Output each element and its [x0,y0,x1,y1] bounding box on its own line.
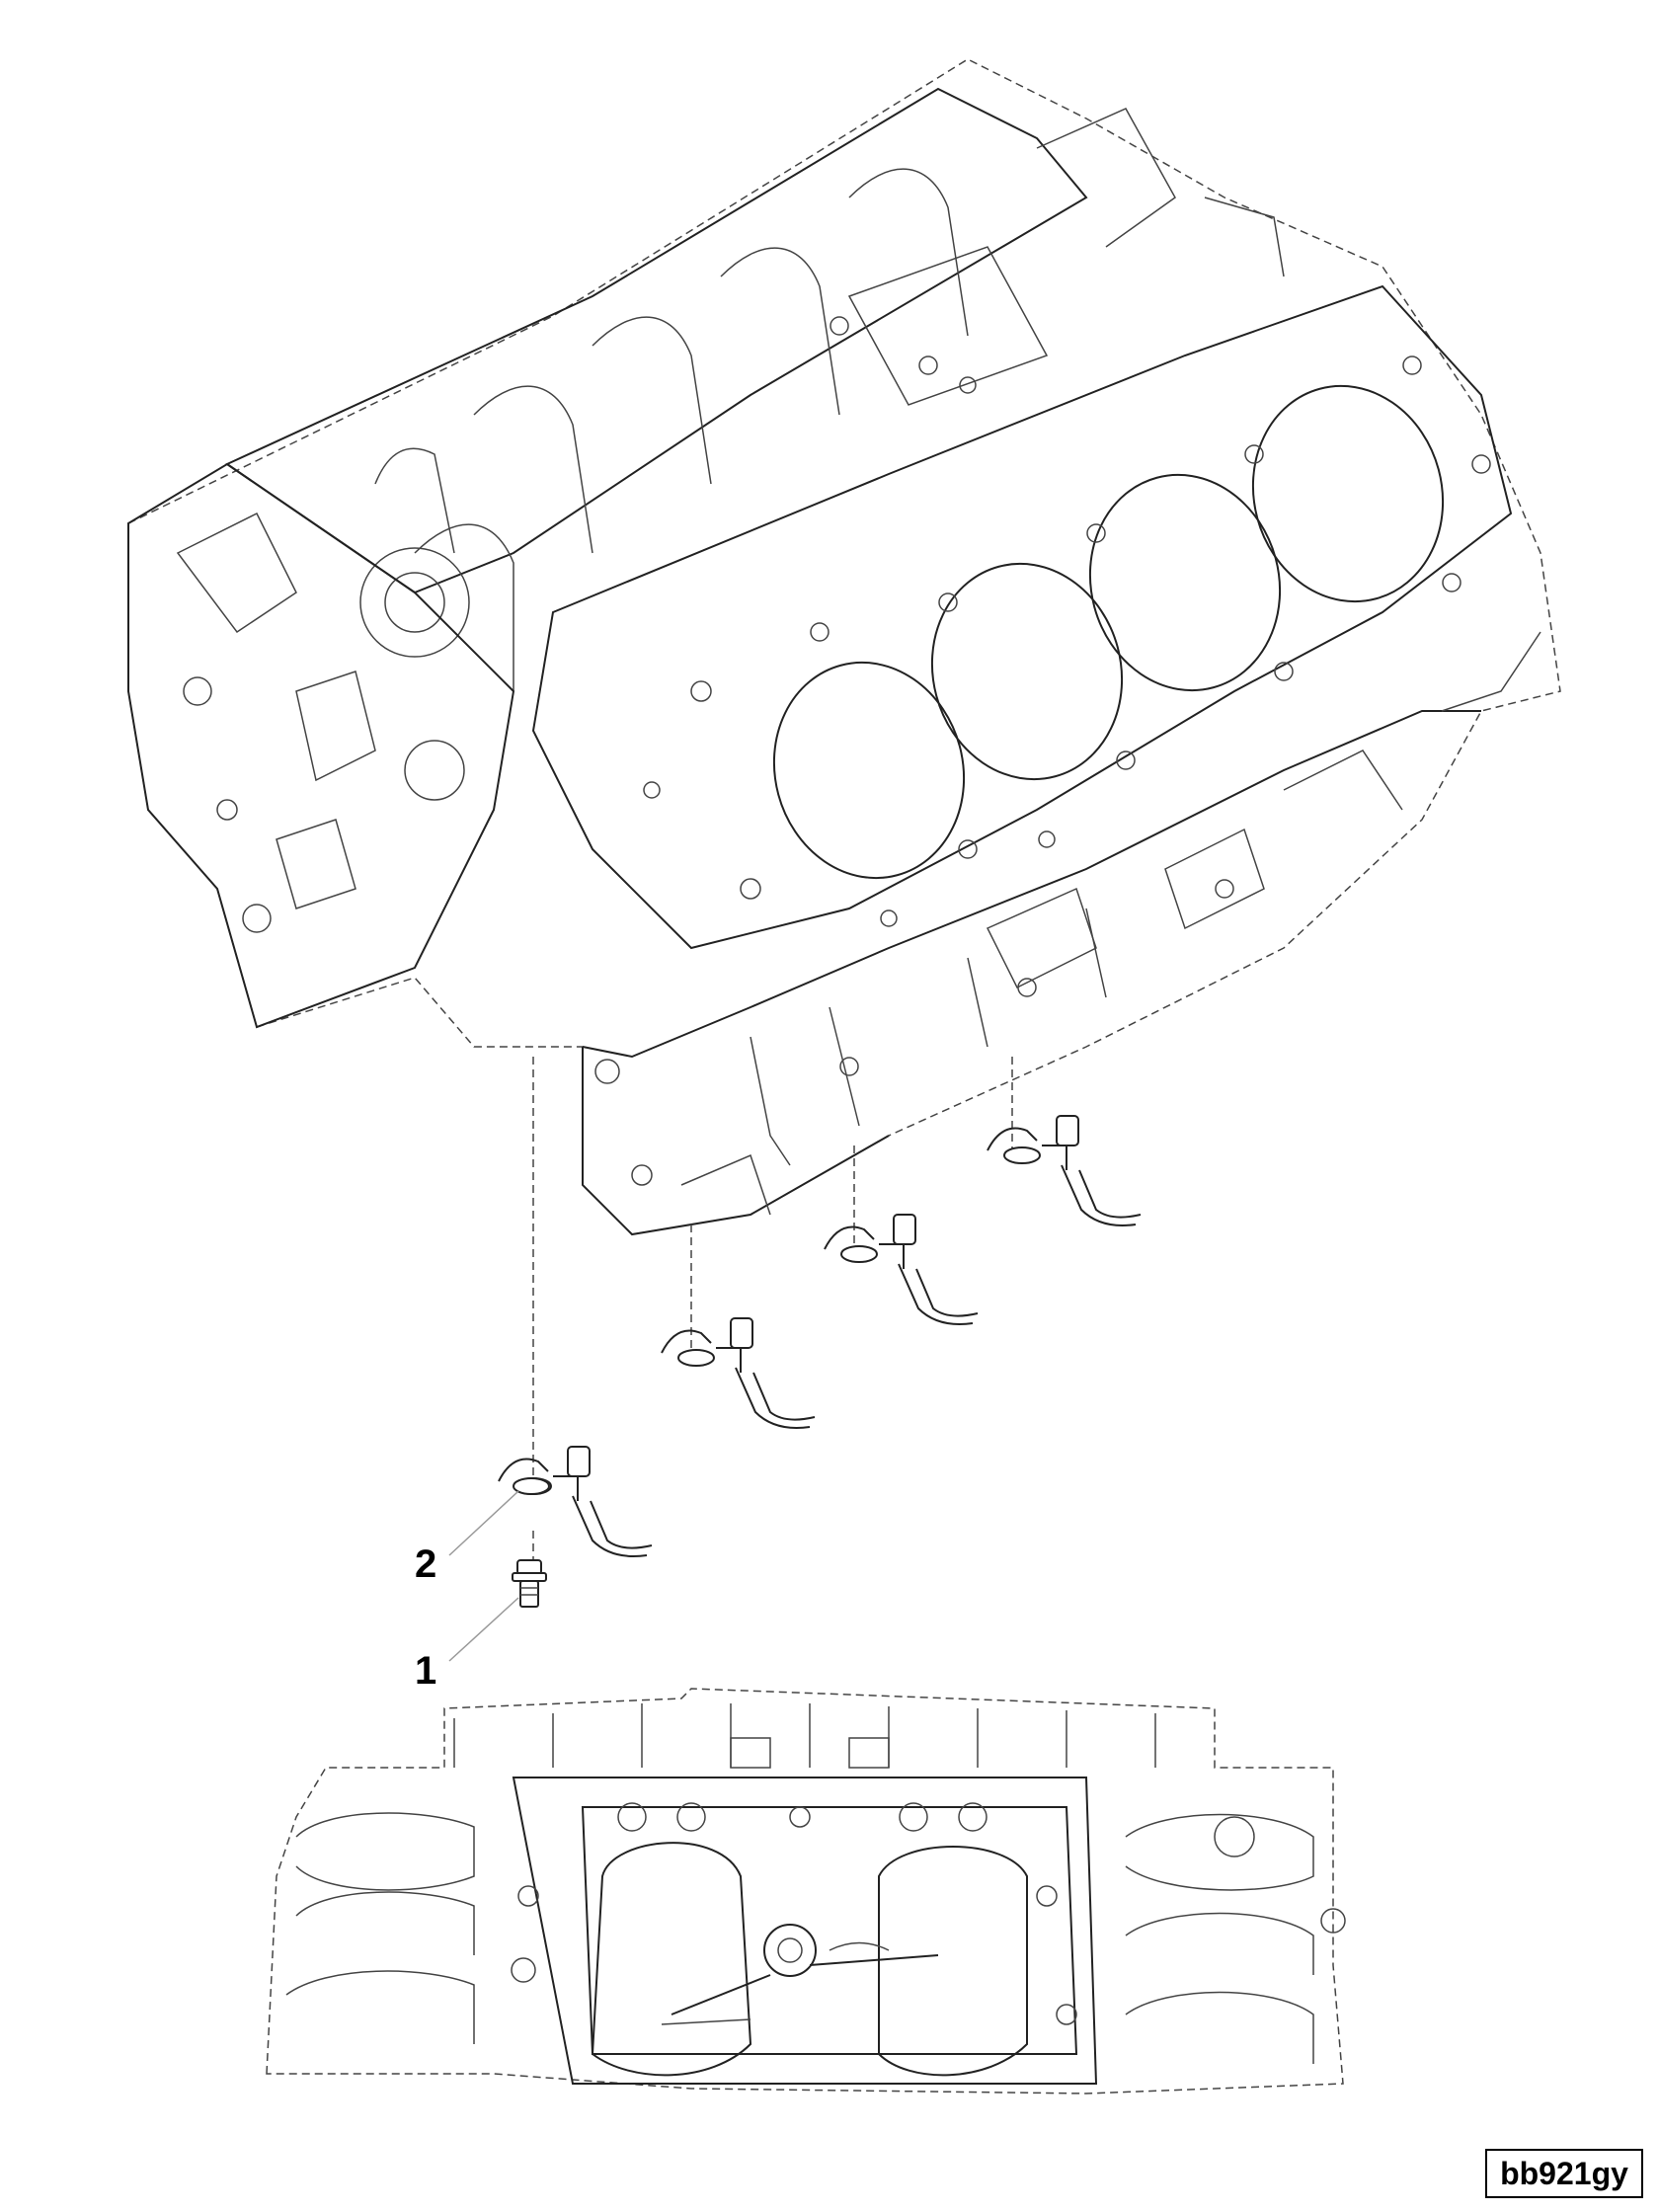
engine-block-bottom-view-illustration [266,1688,1346,2094]
callout-2-label: 2 [415,1542,437,1586]
figure-code-label: bb921gy [1485,2149,1643,2198]
leader-lines [448,1490,519,1662]
bolt-illustration [512,1559,547,1608]
washer-illustration [513,1477,550,1495]
callout-1-label: 1 [415,1649,437,1693]
installation-guide-lines [532,1057,1013,1580]
oil-jet-illustration [498,1115,1142,1557]
engine-block-illustration [127,58,1561,1236]
